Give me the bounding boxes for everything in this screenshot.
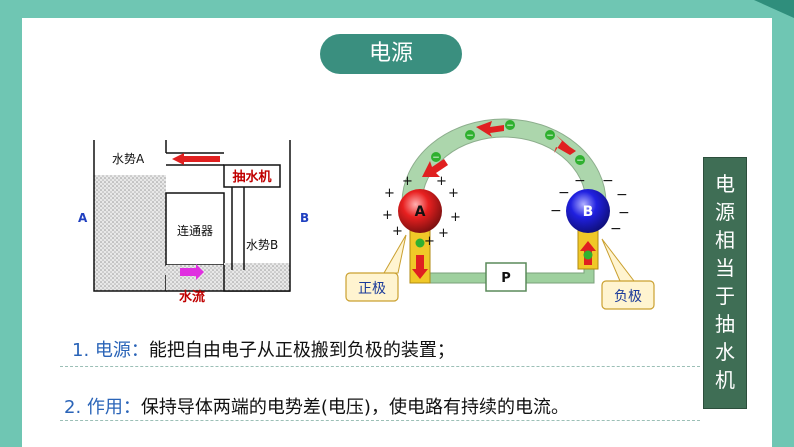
side-label-char: 于 [715,284,735,308]
water-level-a: 水势A [112,152,145,166]
svg-text:+: + [392,224,403,239]
electron: − [432,153,440,163]
page-title: 电源 [320,34,462,74]
sphere-a-label: A [415,204,426,220]
divider-2 [60,420,700,421]
electron: − [576,156,584,166]
electron: − [466,131,474,141]
point-1: 1. 电源：能把自由电子从正极搬到负极的装置； [72,336,455,362]
pump-box [223,164,281,188]
positive-callout [345,272,399,302]
side-label-char: 源 [715,200,735,224]
point-1-label: 1. 电源： [72,340,149,361]
water-flow-label: 水流 [179,289,205,305]
positive-callout-pointer [383,234,407,274]
pole-a-arrow [412,255,428,279]
side-label-char: 抽 [715,312,735,336]
magenta-flow-arrow [180,264,204,280]
water-level-b: 水势B [246,238,278,252]
svg-text:−: − [602,173,614,189]
sphere-a [398,189,442,233]
tank-b-wall [223,140,291,292]
red-flow-arrow [172,153,220,165]
arch-arrow [554,135,576,155]
svg-text:+: + [424,234,435,249]
svg-text:−: − [550,203,562,219]
svg-text:+: + [382,208,393,223]
svg-text:−: − [558,185,570,201]
label-b: B [300,211,309,225]
tank-a-water [94,175,166,291]
divider-1 [60,366,700,367]
tank-b-water [224,263,290,291]
svg-text:+: + [438,226,449,241]
svg-text:+: + [436,174,447,189]
negative-charges: −−− −−− − [550,173,630,237]
point-2-label: 2. 作用： [64,397,141,418]
arch-arrow [476,121,504,137]
electron: − [506,121,514,131]
sphere-b-label: B [583,204,594,220]
svg-text:−: − [610,221,622,237]
point-2: 2. 作用：保持导体两端的电势差(电压)，使电路有持续的电流。 [64,393,569,419]
negative-callout [601,280,655,310]
positive-charges: +++ +++ +++ [382,174,461,249]
side-label-char: 机 [715,368,735,392]
svg-text:−: − [618,205,630,221]
label-a: A [78,211,88,225]
connector-label: 连通器 [177,223,213,238]
svg-text:+: + [450,210,461,225]
svg-text:−: − [616,187,628,203]
side-label-char: 电 [715,172,735,196]
svg-text:+: + [448,186,459,201]
pump-label: 抽水机 [232,169,271,185]
negative-pole-label: 负极 [614,289,642,305]
svg-text:+: + [384,186,395,201]
connector-box [165,192,225,266]
side-label: 电源相当于抽水机 [704,158,746,394]
circuit-diagram: − − − − − P A B +++ +++ +++ −−− −−− − 正极… [345,118,655,310]
point-1-text: 能把自由电子从正极搬到负极的装置； [148,340,455,361]
side-label-box: 电源相当于抽水机 [703,157,747,409]
negative-callout-pointer [601,238,636,282]
side-label-char: 相 [715,228,735,252]
svg-text:−: − [574,173,586,189]
resistor-p [485,262,527,292]
resistor-label: P [501,271,511,286]
side-label-char: 当 [715,256,735,280]
corner-decoration [754,0,794,18]
side-label-char: 水 [715,340,735,364]
sphere-b [566,189,610,233]
water-analogy-diagram: 抽水机 水势A 连通器 水势B 水流 A B [78,140,309,305]
svg-text:+: + [402,174,413,189]
electron: − [546,131,554,141]
point-2-text: 保持导体两端的电势差(电压)，使电路有持续的电流。 [140,397,569,418]
positive-pole-label: 正极 [358,281,386,297]
arch-arrow [422,159,448,177]
